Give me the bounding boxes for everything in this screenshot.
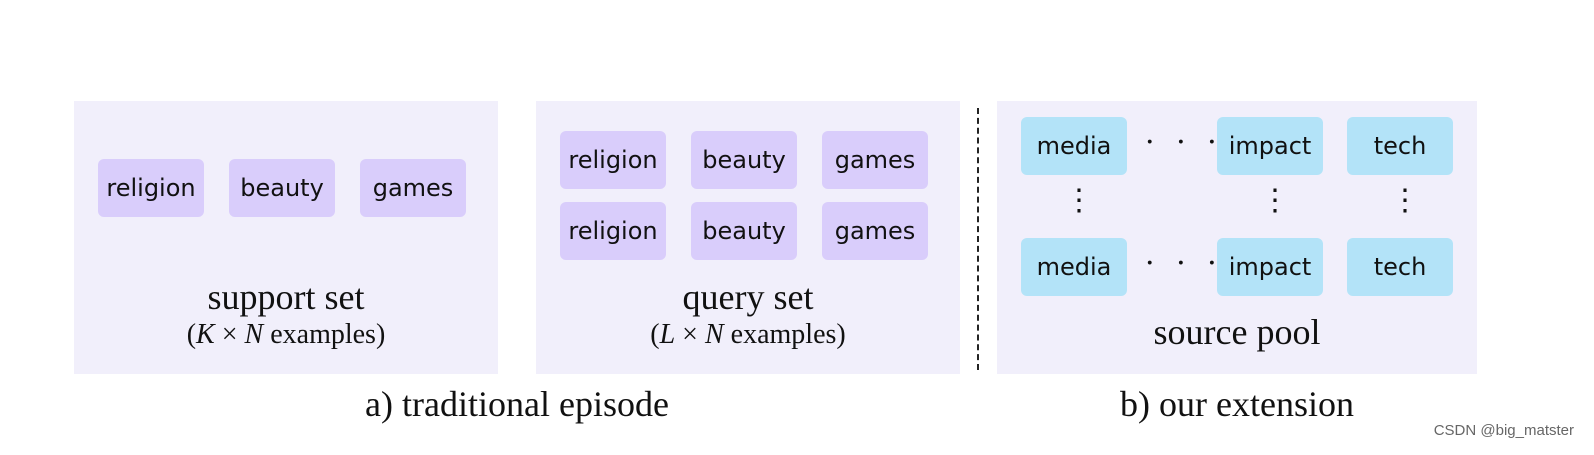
source-tag-impact: impact bbox=[1217, 117, 1323, 175]
support-set-panel: religion beauty games support set (K × N… bbox=[74, 101, 498, 374]
dashed-divider bbox=[977, 108, 979, 370]
query-set-subtitle: (L × N examples) bbox=[650, 319, 846, 350]
query-tag-religion: religion bbox=[560, 202, 666, 260]
vertical-ellipsis: ⋮ bbox=[1390, 183, 1420, 218]
support-set-title: support set bbox=[207, 277, 365, 317]
query-tag-religion: religion bbox=[560, 131, 666, 189]
query-set-panel: religion beauty games religion beauty ga… bbox=[536, 101, 960, 374]
support-tag-beauty: beauty bbox=[229, 159, 335, 217]
source-tag-impact: impact bbox=[1217, 238, 1323, 296]
query-tag-games: games bbox=[822, 131, 928, 189]
vertical-ellipsis: ⋮ bbox=[1064, 183, 1094, 218]
horizontal-ellipsis: · · · bbox=[1145, 246, 1223, 281]
source-tag-media: media bbox=[1021, 117, 1127, 175]
support-set-subtitle: (K × N examples) bbox=[186, 319, 386, 350]
source-tag-tech: tech bbox=[1347, 238, 1453, 296]
support-tag-games: games bbox=[360, 159, 466, 217]
query-tag-beauty: beauty bbox=[691, 202, 797, 260]
watermark: CSDN @big_matster bbox=[1433, 422, 1574, 439]
horizontal-ellipsis: · · · bbox=[1145, 125, 1223, 160]
query-tag-beauty: beauty bbox=[691, 131, 797, 189]
query-set-title: query set bbox=[682, 277, 814, 317]
source-pool-panel: media · · · impact tech ⋮ ⋮ ⋮ media · · … bbox=[997, 101, 1477, 374]
query-tag-games: games bbox=[822, 202, 928, 260]
source-pool-title: source pool bbox=[1153, 312, 1321, 352]
caption-traditional-episode: a) traditional episode bbox=[365, 384, 669, 424]
source-tag-tech: tech bbox=[1347, 117, 1453, 175]
caption-our-extension: b) our extension bbox=[1120, 384, 1354, 424]
support-tag-religion: religion bbox=[98, 159, 204, 217]
vertical-ellipsis: ⋮ bbox=[1260, 183, 1290, 218]
source-tag-media: media bbox=[1021, 238, 1127, 296]
